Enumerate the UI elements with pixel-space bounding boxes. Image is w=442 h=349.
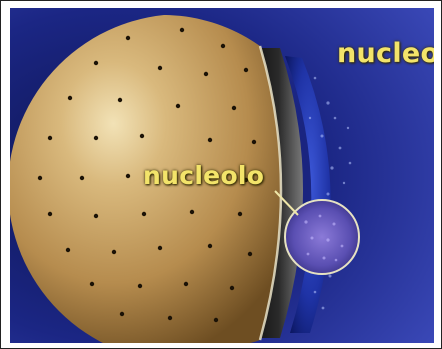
nucleolus-label: nucleolo <box>143 161 264 190</box>
nucleus-label: nucleo <box>337 38 434 69</box>
nucleus-illustration: nucleo nucleolo <box>10 8 434 343</box>
nucleolus <box>285 200 359 274</box>
